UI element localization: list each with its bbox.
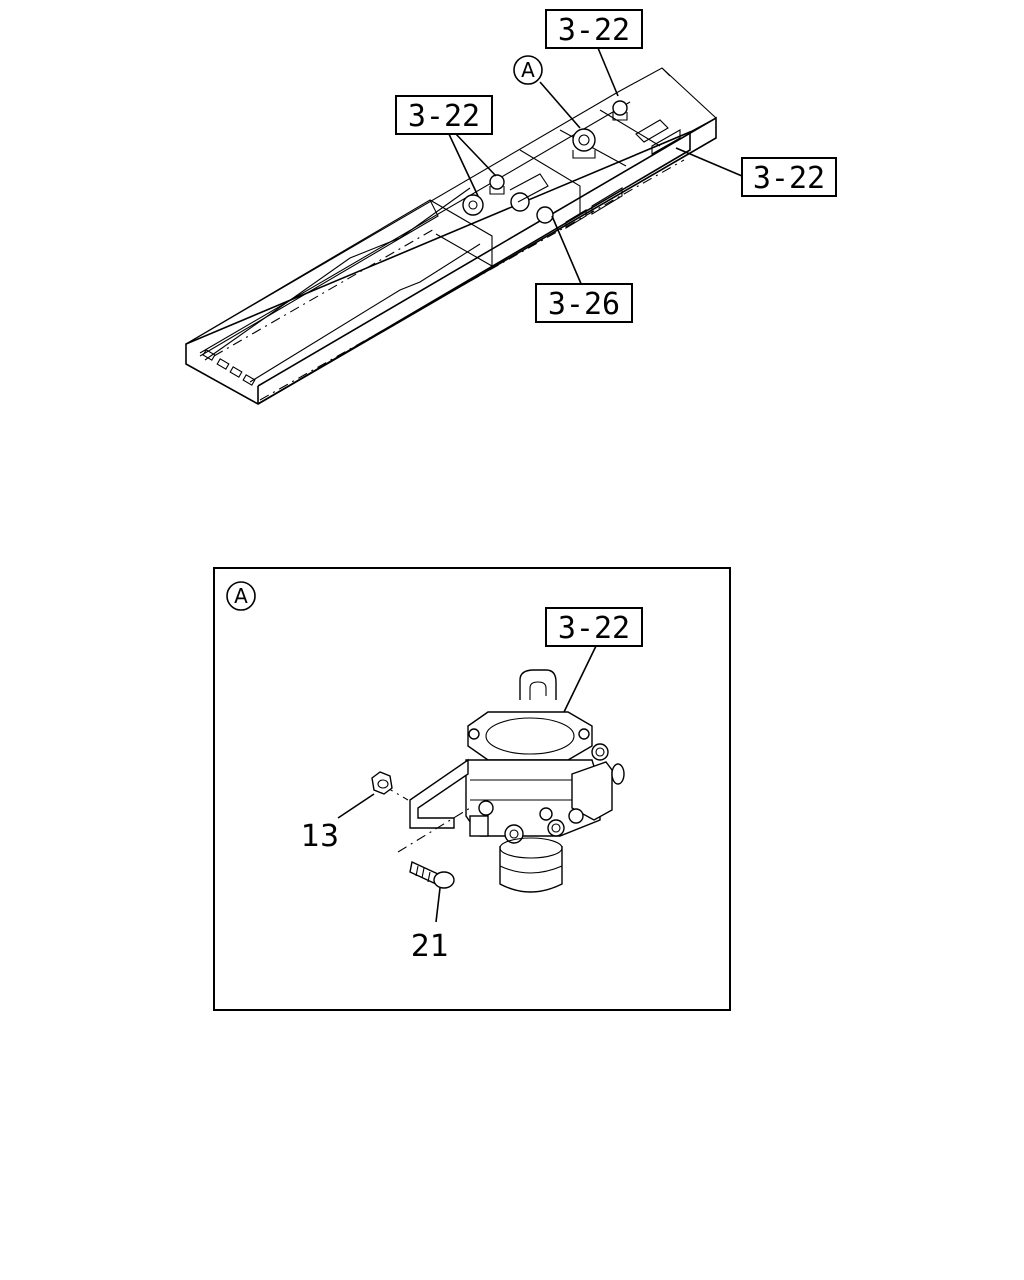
svg-text:3-22: 3-22 [558, 611, 630, 646]
svg-text:3-22: 3-22 [753, 161, 825, 196]
valve-rear-icon [612, 100, 628, 121]
svg-text:3-22: 3-22 [558, 13, 630, 48]
chassis-frame-overview: 3-22 3-22 3-22 3-26 A [185, 9, 837, 405]
part-number-13[interactable]: 13 [301, 819, 339, 854]
svg-text:A: A [234, 584, 248, 608]
leader-line [539, 81, 581, 129]
detail-marker-a-label: A [226, 581, 256, 611]
leader-line [453, 131, 497, 177]
nut-icon [371, 771, 393, 795]
part-number-21[interactable]: 21 [411, 929, 449, 964]
callout-3-26[interactable]: 3-26 [535, 283, 633, 323]
detail-view-a: A 3-22 [213, 567, 731, 1011]
valve-a-icon [572, 128, 596, 159]
brake-valve-icon [409, 669, 625, 893]
detail-frame [213, 567, 731, 1011]
leader-line [551, 215, 583, 287]
callout-3-22-top[interactable]: 3-22 [545, 9, 643, 49]
svg-text:3-22: 3-22 [408, 99, 480, 134]
callout-3-22-right[interactable]: 3-22 [741, 157, 837, 197]
leader-line [447, 131, 479, 197]
valve-center-icon [509, 173, 554, 224]
valve-front-left-icon [462, 174, 505, 216]
leader-line [337, 793, 375, 819]
assembly-line [397, 807, 471, 853]
leader-line [563, 645, 597, 713]
detail-marker-a[interactable]: A [513, 55, 543, 85]
bolt-icon [409, 860, 455, 889]
leader-line [675, 147, 743, 177]
callout-3-22-left[interactable]: 3-22 [395, 95, 493, 135]
leader-line [435, 887, 441, 923]
leader-line [597, 47, 619, 97]
svg-text:A: A [521, 58, 535, 82]
svg-text:3-26: 3-26 [548, 287, 620, 322]
callout-3-22-detail[interactable]: 3-22 [545, 607, 643, 647]
